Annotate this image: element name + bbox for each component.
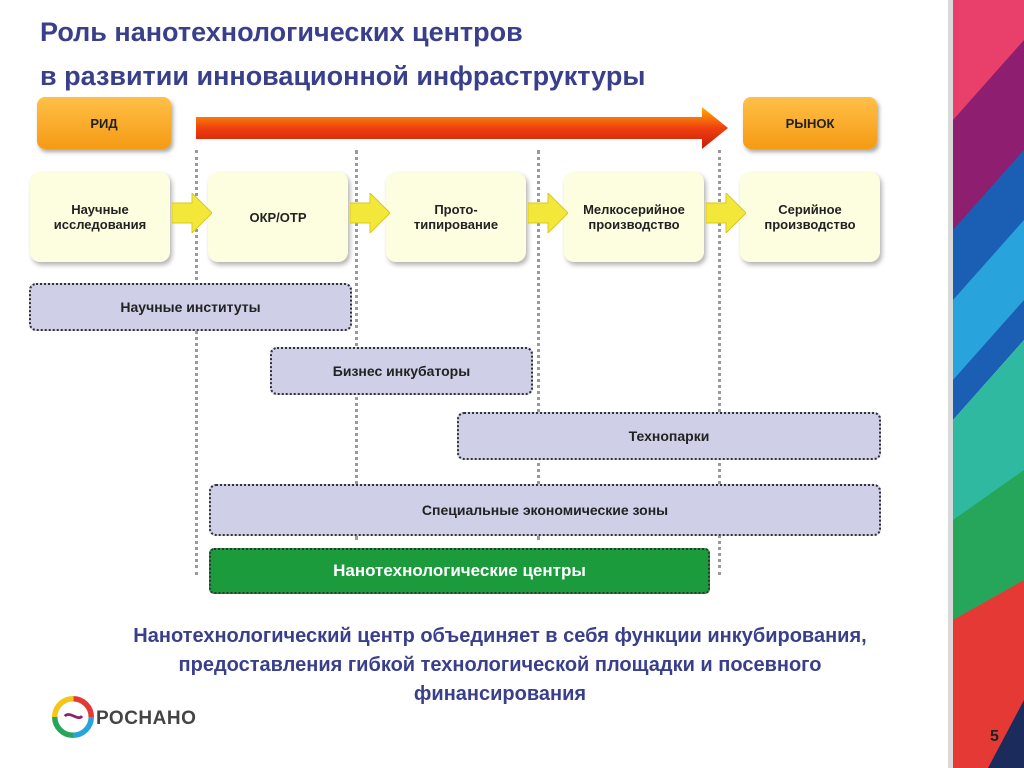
stage-rnd: ОКР/ОТР: [208, 172, 348, 262]
progress-arrow-icon: [196, 107, 728, 149]
market-box: РЫНОК: [743, 97, 877, 149]
bar-business-incubators: Бизнес инкубаторы: [270, 347, 533, 395]
stage-small-batch: Мелкосерийное производство: [564, 172, 704, 262]
logo-text: РОСНАНО: [96, 708, 197, 729]
phase-divider: [195, 150, 198, 575]
summary-text: Нанотехнологический центр объединяет в с…: [133, 625, 867, 705]
decorative-side-band: [948, 0, 1024, 768]
stage-serial: Серийное производство: [740, 172, 880, 262]
rosnano-logo-icon: [52, 696, 94, 738]
chevron-right-icon: [528, 193, 568, 233]
stage-research: Научные исследования: [30, 172, 170, 262]
rid-box: РИД: [37, 97, 171, 149]
chevron-right-icon: [350, 193, 390, 233]
page-number: 5: [990, 728, 999, 745]
stage-prototyping: Прото- типирование: [386, 172, 526, 262]
phase-divider: [537, 150, 540, 540]
title-line-1: Роль нанотехнологических центров: [40, 17, 523, 47]
bar-special-economic-zones: Специальные экономические зоны: [209, 484, 881, 536]
phase-divider: [355, 150, 358, 540]
chevron-right-icon: [172, 193, 212, 233]
phase-divider: [718, 150, 721, 575]
title-line-2: в развитии инновационной инфраструктуры: [40, 61, 646, 91]
bar-technoparks: Технопарки: [457, 412, 881, 460]
chevron-right-icon: [706, 193, 746, 233]
bar-research-institutes: Научные институты: [29, 283, 352, 331]
slide-title: Роль нанотехнологических центров в разви…: [40, 10, 920, 98]
bar-nanotech-centers: Нанотехнологические центры: [209, 548, 710, 594]
